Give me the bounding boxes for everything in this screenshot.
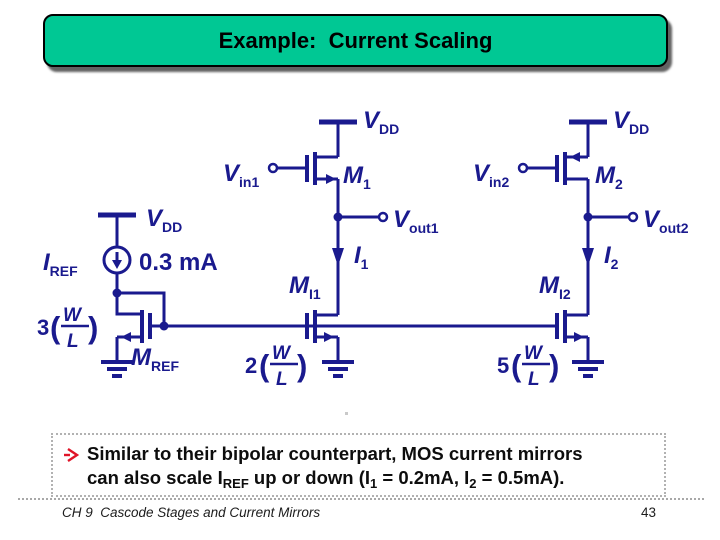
page-number: 43: [641, 505, 657, 520]
vout1-terminal: [377, 211, 389, 223]
footer-chapter-title: CH 9 Cascode Stages and Current Mirrors: [62, 505, 321, 520]
stray-dot: [345, 412, 348, 415]
ground-symbol: [572, 360, 604, 378]
footer-divider: [18, 498, 704, 500]
svg-text:3: 3: [37, 315, 49, 340]
mi2-gate-bar: [555, 313, 559, 339]
title-banner: Example: Current Scaling: [43, 14, 668, 67]
diode-connection-wire: [117, 291, 166, 326]
vdd-label-right: VDD: [613, 107, 649, 137]
m2-transistor: [517, 152, 588, 185]
svg-text:L: L: [276, 369, 288, 390]
m1-source-arrow: [326, 174, 336, 184]
svg-text:L: L: [67, 331, 79, 352]
m2-gate-bar: [555, 155, 559, 182]
mi1-gate-bar: [305, 313, 309, 339]
page-title: Example: Current Scaling: [218, 27, 493, 53]
svg-text:): ): [549, 348, 559, 383]
reference-branch: [98, 212, 169, 378]
mi1-channel: [313, 310, 317, 343]
vin2-label: Vin2: [473, 160, 509, 190]
svg-text:W: W: [524, 343, 544, 364]
mref-label: MREF: [131, 344, 179, 374]
branch-1: [267, 119, 389, 378]
ratio-label-ref: 3 ( W L ): [37, 305, 98, 352]
note-text: Similar to their bipolar counterpart, MO…: [87, 443, 583, 491]
m2-channel: [563, 152, 567, 185]
svg-text:W: W: [272, 343, 292, 364]
m1-label: M1: [343, 162, 371, 192]
iref-value-label: 0.3 mA: [139, 249, 218, 276]
i1-label: I1: [354, 242, 369, 272]
mi2-source-arrow: [574, 332, 584, 342]
mref-gate-bar: [148, 313, 152, 339]
vin1-label: Vin1: [223, 160, 259, 190]
m1-channel: [313, 152, 317, 185]
i1-current-arrow: [332, 248, 344, 266]
svg-text:L: L: [528, 369, 540, 390]
svg-text:(: (: [259, 348, 270, 383]
mref-source-arrow: [121, 332, 131, 342]
mi1-transistor: [305, 310, 338, 343]
m1-gate-bar: [305, 155, 309, 182]
m1-transistor: [267, 152, 338, 185]
ratio-label-1: 2 ( W L ): [245, 343, 307, 390]
m2-source-arrow: [570, 152, 580, 162]
vdd-label-mid: VDD: [363, 107, 399, 137]
ratio-label-2: 5 ( W L ): [497, 343, 559, 390]
vout2-terminal: [627, 211, 639, 223]
m2-label: M2: [595, 162, 623, 192]
svg-text:5: 5: [497, 353, 509, 378]
svg-text:): ): [88, 310, 98, 345]
svg-text:W: W: [63, 305, 83, 326]
i2-label: I2: [604, 242, 619, 272]
iref-label: IREF: [43, 249, 78, 279]
mi1-source-arrow: [324, 332, 334, 342]
svg-text:(: (: [511, 348, 522, 383]
current-source-arrow: [112, 260, 122, 269]
ground-symbol: [322, 360, 354, 378]
svg-text:2: 2: [245, 353, 257, 378]
note-box: Similar to their bipolar counterpart, MO…: [51, 433, 666, 497]
arrow-bullet-icon: [64, 448, 80, 462]
branch-2: [517, 119, 639, 378]
vin2-terminal: [517, 162, 529, 174]
mi1-label: MI1: [289, 272, 321, 302]
svg-text:): ): [297, 348, 307, 383]
ground-symbol: [101, 360, 133, 378]
mi2-label: MI2: [539, 272, 571, 302]
i2-current-arrow: [582, 248, 594, 266]
vout1-label: Vout1: [393, 206, 439, 236]
mref-transistor: [117, 310, 152, 343]
vdd-label-left: VDD: [146, 205, 182, 235]
mi2-transistor: [555, 310, 588, 343]
vin1-terminal: [267, 162, 279, 174]
vout2-label: Vout2: [643, 206, 689, 236]
svg-text:(: (: [50, 310, 61, 345]
mref-channel: [140, 310, 144, 343]
mi2-channel: [563, 310, 567, 343]
